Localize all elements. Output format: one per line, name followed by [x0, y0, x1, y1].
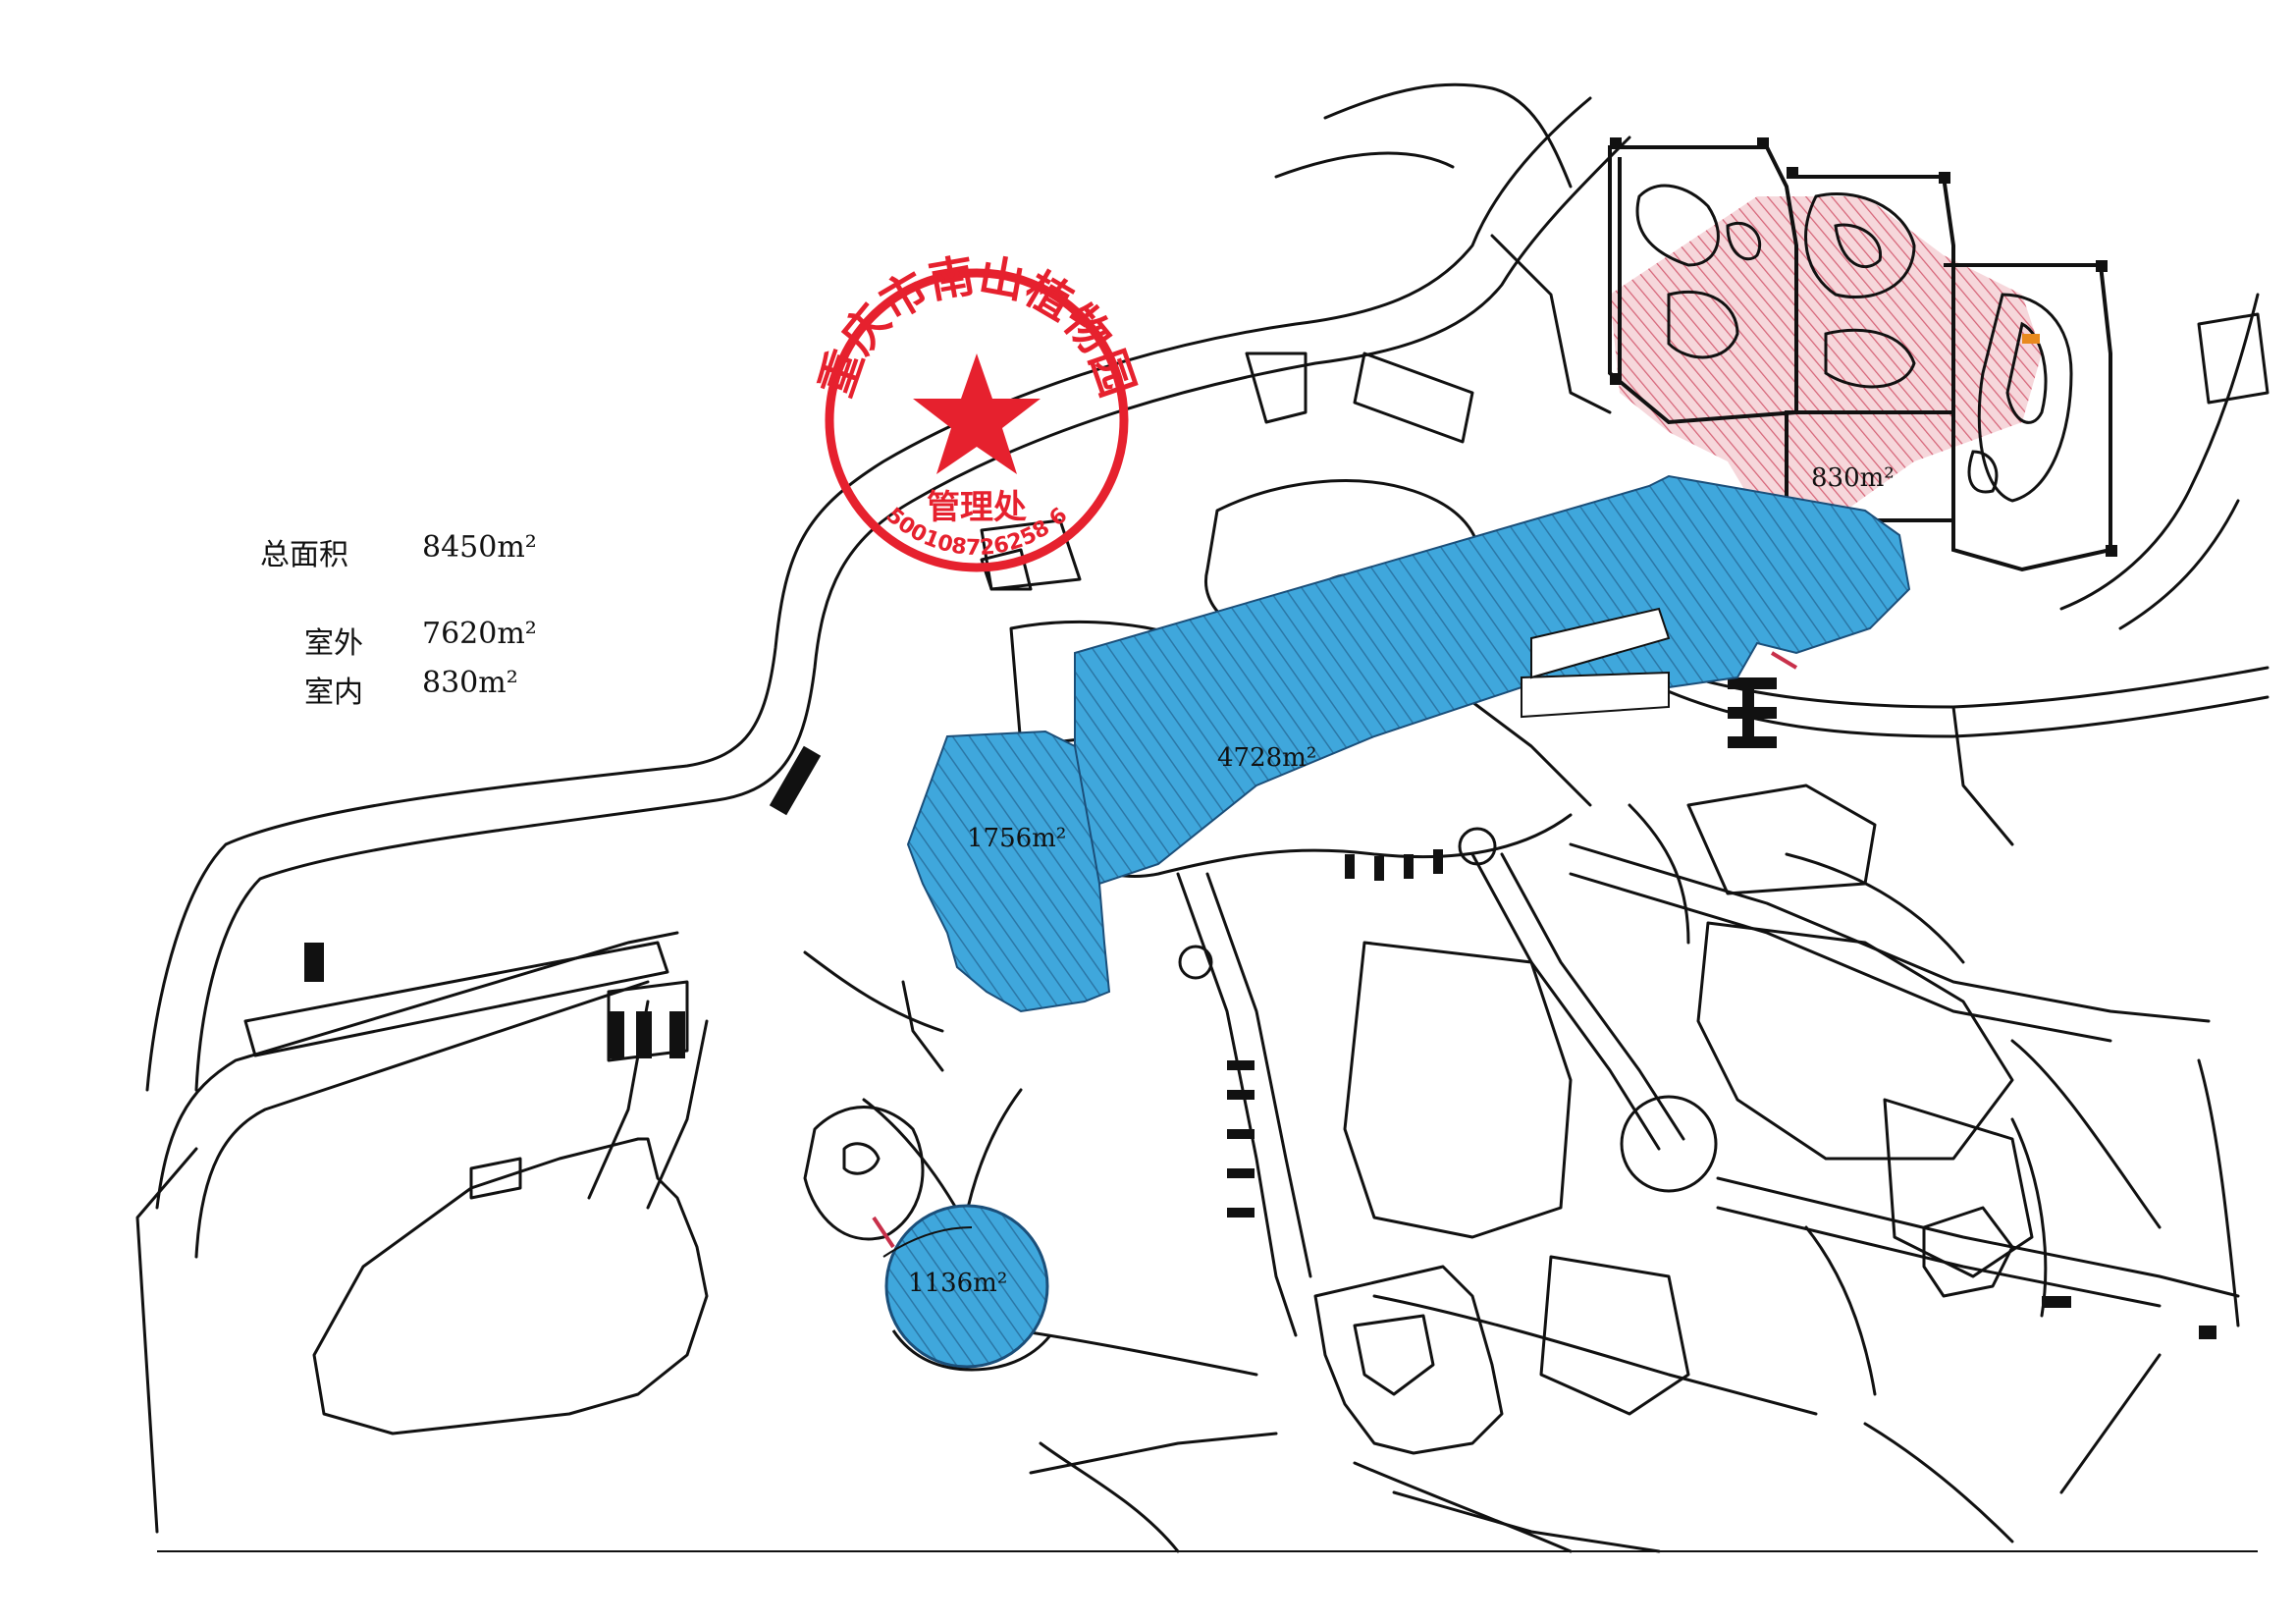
indoor-area-label: 830m²: [1811, 463, 1895, 493]
total-area-label: 总面积: [260, 538, 348, 572]
seal-department: 管理处: [927, 488, 1027, 527]
indoor-area-label: 室内: [304, 676, 363, 710]
stair-markers: [304, 677, 2216, 1339]
official-seal-stamp: 重庆市南山植物园 管理处 500108726258 6: [809, 248, 1145, 572]
total-area-value: 8450m²: [422, 530, 537, 565]
outdoor-area-value: 7620m²: [422, 617, 537, 651]
roundabout-center: [1178, 945, 1213, 980]
west-lawn-area-label: 1756m²: [967, 824, 1066, 853]
west-lawn-area: [906, 730, 1111, 1013]
roundabouts: [1178, 827, 1718, 1193]
outdoor-area-label: 室外: [304, 626, 363, 661]
indoor-building-complex: [1608, 137, 2117, 572]
indoor-area-value: 830m²: [422, 666, 518, 700]
main-plaza-area: [1074, 474, 1911, 886]
main-plaza-area-label: 4728m²: [1217, 743, 1316, 773]
roundabout-north: [1458, 827, 1497, 866]
seal-star-icon: [913, 353, 1041, 474]
round-garden-area: [884, 1204, 1049, 1369]
outdoor-areas: [872, 474, 1911, 1372]
roundabout-east: [1620, 1095, 1718, 1193]
round-garden-area-label: 1136m²: [908, 1269, 1007, 1298]
